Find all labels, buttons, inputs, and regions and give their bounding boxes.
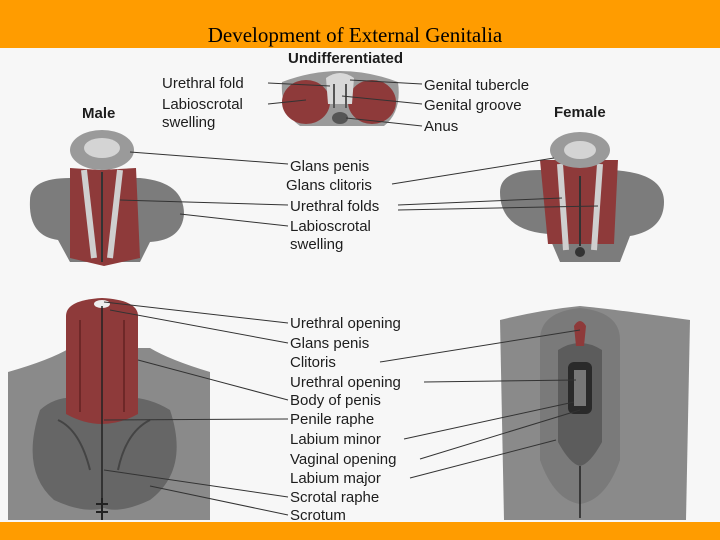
female-middle-illustration [500,132,664,262]
label-labioscrotal-middle: Labioscrotal [290,218,371,235]
label-scrotal-raphe: Scrotal raphe [290,489,379,506]
label-glans-clitoris: Glans clitoris [286,177,372,194]
leader-lines [103,79,599,516]
label-glans-penis-middle: Glans penis [290,158,369,175]
bottom-bar [0,522,720,540]
label-swelling-middle: swelling [290,236,343,253]
label-undifferentiated: Undifferentiated [288,50,403,67]
label-urethral-fold: Urethral fold [162,75,244,92]
label-scrotum: Scrotum [290,507,346,524]
label-anus: Anus [424,118,458,135]
label-genital-groove: Genital groove [424,97,522,114]
title-bar [0,0,720,48]
label-urethral-opening-female: Urethral opening [290,374,401,391]
female-lower-illustration [500,306,690,520]
slide-title: Development of External Genitalia [207,23,503,47]
label-male: Male [82,105,115,122]
male-middle-illustration [29,130,184,266]
label-body-of-penis: Body of penis [290,392,381,409]
label-glans-penis-lower: Glans penis [290,335,369,352]
label-urethral-folds: Urethral folds [290,198,379,215]
undifferentiated-illustration [281,71,399,126]
label-urethral-opening-male: Urethral opening [290,315,401,332]
label-penile-raphe: Penile raphe [290,411,374,428]
label-female: Female [554,104,606,121]
label-labium-major: Labium major [290,470,381,487]
label-clitoris: Clitoris [290,354,336,371]
male-lower-illustration [8,298,210,520]
label-labioscrotal: Labioscrotal [162,96,243,113]
label-genital-tubercle: Genital tubercle [424,77,529,94]
label-labium-minor: Labium minor [290,431,381,448]
label-swelling: swelling [162,114,215,131]
label-vaginal-opening: Vaginal opening [290,451,396,468]
